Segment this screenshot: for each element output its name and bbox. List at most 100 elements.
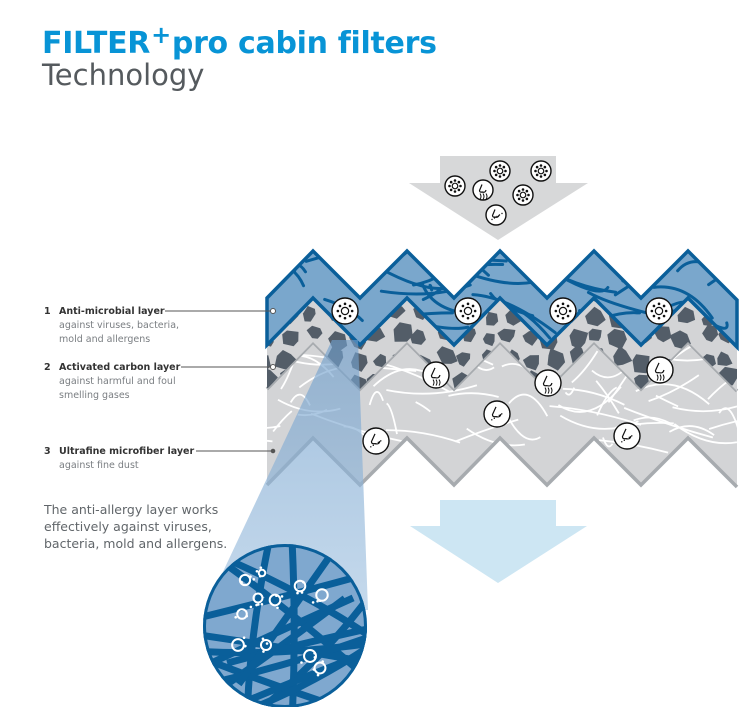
mold-icon <box>489 160 511 182</box>
fiber <box>428 283 434 292</box>
carbon-granule <box>267 367 278 389</box>
carbon-granule <box>497 328 516 343</box>
page-subtitle: Technology <box>42 58 205 92</box>
fiber <box>652 285 714 320</box>
fiber <box>621 251 670 283</box>
carbon-granule <box>654 326 672 343</box>
particle <box>313 661 327 675</box>
carbon-granule <box>373 353 387 368</box>
carbon-granule <box>393 322 413 342</box>
fiber <box>668 251 696 252</box>
microfiber <box>564 387 576 396</box>
carbon-granule <box>607 328 627 350</box>
fiber <box>214 615 367 707</box>
odor-icon <box>534 369 562 397</box>
microfiber <box>508 393 549 417</box>
carbon-granule <box>585 306 606 327</box>
particle-dot <box>265 642 269 645</box>
particle-dot <box>302 580 305 584</box>
carbon-granule <box>486 311 499 326</box>
particle-dot <box>259 566 263 569</box>
particle <box>268 593 282 607</box>
microfiber <box>455 418 519 443</box>
layer-name: Ultrafine microfiber layer <box>59 446 195 457</box>
leader-lines <box>165 308 276 454</box>
particle-dot <box>258 574 262 578</box>
microfiber <box>718 407 737 435</box>
allergen-icon <box>645 297 673 325</box>
particle-dot <box>312 668 316 671</box>
particle-dot <box>249 605 253 609</box>
note-line: effectively against viruses, <box>44 519 212 534</box>
fiber <box>267 251 286 258</box>
particle <box>231 638 245 652</box>
odor-icon <box>646 356 674 384</box>
microfiber <box>602 437 614 448</box>
fiber <box>626 263 653 286</box>
title-plus: + <box>151 21 171 49</box>
note-line: The anti-allergy layer works <box>44 502 219 517</box>
magnifier-beam <box>205 340 368 610</box>
odor-icon <box>472 179 494 201</box>
microfiber <box>623 407 714 439</box>
layer-name: Activated carbon layer <box>59 362 181 373</box>
mold-icon <box>549 297 577 325</box>
microfiber <box>386 429 461 444</box>
microfiber <box>280 363 294 390</box>
particle-dot <box>275 594 278 598</box>
page-title: FILTER+pro cabin filters <box>42 16 437 63</box>
particle-dot <box>240 581 243 584</box>
fiber <box>551 255 566 271</box>
fiber <box>267 317 269 344</box>
microfiber <box>386 402 398 435</box>
particle <box>236 608 248 620</box>
carbon-granule <box>482 333 495 347</box>
dust-icon <box>485 204 507 226</box>
title-prefix: FILTER <box>42 26 151 61</box>
layer-desc-line: against fine dust <box>59 460 139 471</box>
particle-dot <box>234 615 237 619</box>
particle-dot <box>321 660 325 663</box>
microfiber <box>672 393 737 413</box>
particle-dot <box>261 637 265 641</box>
layer-desc-line: against harmful and foul <box>59 376 176 387</box>
layer-label-anti-microbial: 1 Anti-microbial layer against viruses, b… <box>44 305 179 347</box>
anti-allergy-note: The anti-allergy layer works effectively… <box>44 501 244 552</box>
particle <box>315 588 329 602</box>
microfiber <box>549 405 642 426</box>
particle-dot <box>249 575 252 578</box>
layer-number: 1 <box>44 306 51 317</box>
microfiber <box>267 439 273 453</box>
odor-icon <box>422 361 450 389</box>
layer-desc-line: against viruses, bacteria, <box>59 320 180 331</box>
virus-icon <box>444 175 466 197</box>
particle-dot <box>276 606 279 610</box>
carbon-granule <box>669 330 691 350</box>
microfiber <box>448 392 499 398</box>
layer-number: 3 <box>44 446 51 457</box>
microfiber <box>648 374 700 403</box>
particle-dot <box>311 601 315 604</box>
particle <box>259 638 273 652</box>
particle-dot <box>245 614 249 618</box>
particle-dot <box>300 591 304 594</box>
fiber <box>226 609 367 667</box>
carbon-granule <box>702 324 719 342</box>
allergen-icon <box>530 160 552 182</box>
carbon-granule <box>717 351 733 366</box>
carbon-granule <box>306 325 323 339</box>
particle-dot <box>318 599 322 603</box>
carbon-granule <box>632 354 650 374</box>
carbon-granule <box>410 329 426 345</box>
carbon-granule <box>547 348 566 371</box>
layer-name: Anti-microbial layer <box>59 306 165 317</box>
particle-dot <box>316 673 320 677</box>
microfiber <box>655 394 679 408</box>
inflow-particles <box>444 160 552 226</box>
particle-dot <box>313 651 316 655</box>
layer-desc-line: smelling gases <box>59 390 130 401</box>
layer-label-microfiber: 3 Ultrafine microfiber layer against fine… <box>44 445 194 473</box>
fiber <box>203 629 367 672</box>
